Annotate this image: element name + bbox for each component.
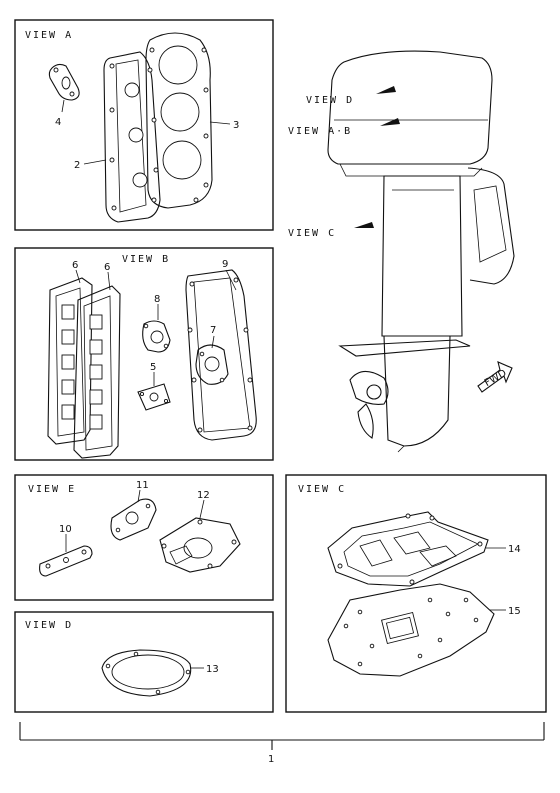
view-e-title: VIEW E xyxy=(28,484,76,495)
part-number-9: 9 xyxy=(222,259,228,270)
motor-view-ab-label: VIEW A·B xyxy=(288,126,352,137)
part-number-6-right: 6 xyxy=(104,262,110,273)
part-number-5: 5 xyxy=(150,362,156,373)
gasket-part-6-left xyxy=(47,277,93,445)
view-d-title: VIEW D xyxy=(25,620,73,631)
part-1-bracket xyxy=(19,722,545,750)
gasket-part-11 xyxy=(110,498,157,541)
part-number-4: 4 xyxy=(55,117,61,128)
part-number-8: 8 xyxy=(154,294,160,305)
gasket-part-8 xyxy=(142,320,171,353)
gasket-part-15 xyxy=(327,583,495,677)
gasket-part-9 xyxy=(185,269,257,441)
motor-view-d-label: VIEW D xyxy=(306,95,354,106)
outboard-motor-illustration xyxy=(327,50,515,453)
gasket-part-3 xyxy=(145,32,213,209)
part-number-13: 13 xyxy=(206,664,219,675)
part-number-1: 1 xyxy=(268,754,274,765)
part-number-2: 2 xyxy=(74,160,80,171)
view-c-panel xyxy=(285,474,547,713)
gasket-part-13 xyxy=(101,649,192,697)
gasket-part-5 xyxy=(137,383,171,411)
fwd-label: FWD xyxy=(483,368,509,389)
part-number-10: 10 xyxy=(59,524,72,535)
part-number-15: 15 xyxy=(508,606,521,617)
part-number-7: 7 xyxy=(210,325,216,336)
view-a-title: VIEW A xyxy=(25,30,73,41)
gasket-part-10 xyxy=(39,545,93,577)
view-b-panel xyxy=(14,247,274,461)
part-number-14: 14 xyxy=(508,544,521,555)
fwd-arrow-icon xyxy=(477,361,513,393)
gasket-part-7 xyxy=(195,344,229,385)
view-c-arrow-icon xyxy=(354,222,374,228)
part-number-12: 12 xyxy=(197,490,210,501)
gasket-part-12 xyxy=(159,517,241,573)
motor-view-c-label: VIEW C xyxy=(288,228,336,239)
view-d-arrow-icon xyxy=(376,86,396,94)
part-number-3: 3 xyxy=(233,120,239,131)
view-b-title: VIEW B xyxy=(122,254,170,265)
view-c-title: VIEW C xyxy=(298,484,346,495)
view-ab-arrow-icon xyxy=(380,118,400,126)
part-number-11: 11 xyxy=(136,480,149,491)
gasket-part-2 xyxy=(103,51,161,223)
gasket-part-6-right xyxy=(73,285,121,459)
view-a-panel xyxy=(14,19,274,231)
part-number-6-left: 6 xyxy=(72,260,78,271)
view-e-panel xyxy=(14,474,274,601)
view-d-panel xyxy=(14,611,274,713)
gasket-part-4 xyxy=(48,63,80,101)
gasket-part-14 xyxy=(327,511,489,587)
